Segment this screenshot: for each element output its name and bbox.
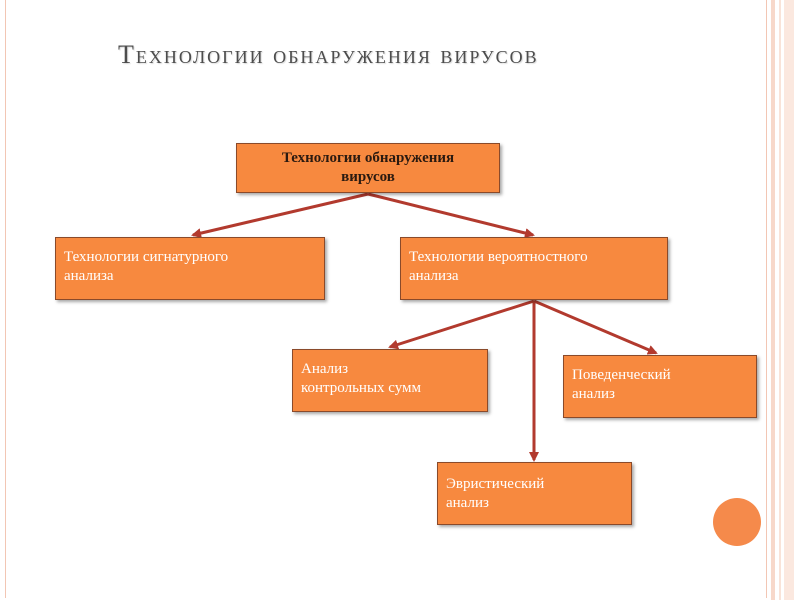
node-label: Технологии сигнатурного [64,249,229,265]
node-checksum-analysis: Анализ контрольных сумм [292,349,488,412]
node-signature-analysis: Технологии сигнатурного анализа [55,237,325,300]
node-heuristic-analysis: Эвристический анализ [437,462,632,525]
slide-title: Технологии обнаружения вирусов [118,40,539,69]
node-label: анализ [572,386,615,402]
node-probabilistic-analysis: Технологии вероятностного анализа [400,237,668,300]
decorative-stripe [784,0,794,600]
arrow-root-to-signature [191,192,369,239]
node-label: анализа [64,268,114,284]
node-behavioral-analysis: Поведенческий анализ [563,355,757,418]
arrow-root-to-probabilistic [367,192,535,238]
arrow-probabilistic-to-behavioral [533,299,658,355]
decorative-stripe [779,0,781,600]
node-label: вирусов [341,169,395,185]
node-virus-detection-technologies: Технологии обнаружения вирусов [236,143,500,193]
slide-frame [5,0,767,598]
decorative-stripe [771,0,775,600]
node-label: контрольных сумм [301,380,422,396]
node-label: анализ [446,495,489,511]
decorative-circle [713,498,761,546]
node-label: Анализ [301,361,349,377]
arrow-probabilistic-to-checksum [388,299,535,350]
node-label: Эвристический [446,476,545,492]
node-label: Технологии обнаружения [281,150,455,166]
node-label: Поведенческий [572,367,671,383]
node-label: Технологии вероятностного [409,249,588,265]
node-label: анализа [409,268,459,284]
